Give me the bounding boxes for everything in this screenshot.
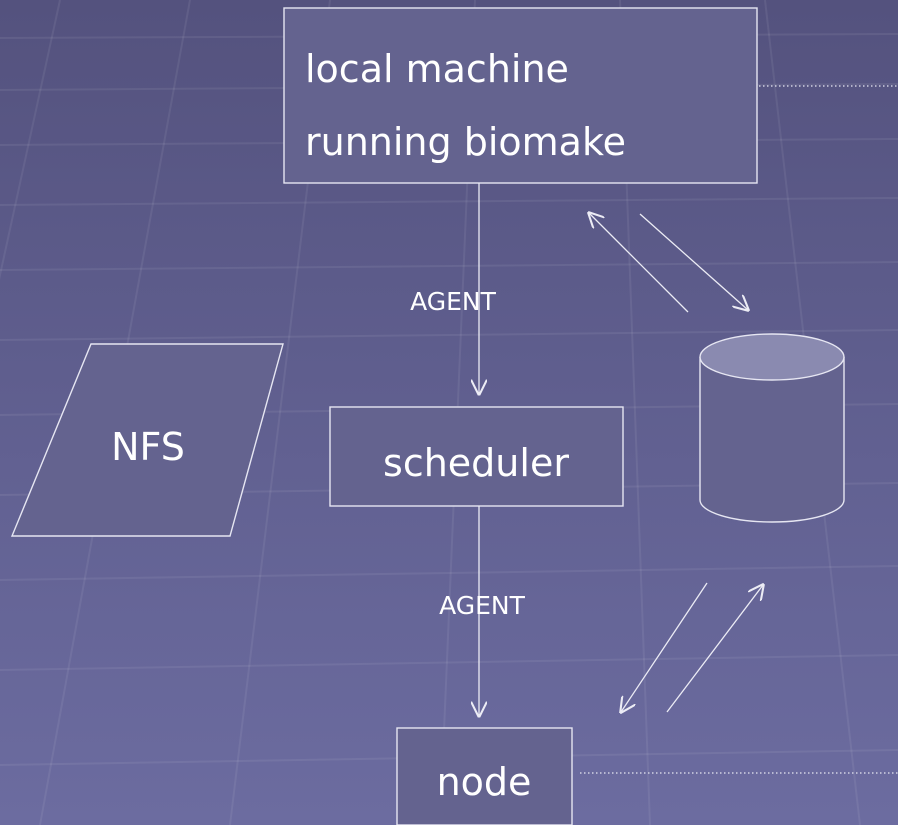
local-machine-box: [283, 7, 758, 184]
nfs-node: NFS: [10, 343, 284, 537]
node-box: [396, 727, 573, 825]
worker-node: node: [396, 727, 573, 825]
database-body: [699, 357, 845, 523]
local-machine-label-line2: running biomake: [305, 120, 626, 164]
local-machine-label-line1: local machine: [305, 47, 569, 91]
local-machine-node: local machine running biomake: [283, 7, 758, 184]
node-label: node: [437, 760, 532, 804]
database-icon: [699, 333, 845, 523]
bidirectional-arrow-icon: [589, 213, 748, 312]
scheduler-node: scheduler: [329, 406, 624, 507]
agent-label-top: AGENT: [410, 287, 497, 316]
scheduler-label: scheduler: [383, 441, 569, 485]
scheduler-box: [329, 406, 624, 507]
nfs-label: NFS: [111, 425, 185, 469]
agent-label-bottom: AGENT: [439, 591, 526, 620]
nfs-parallelogram: [10, 343, 284, 537]
database-top: [699, 333, 845, 381]
bidirectional-arrow-icon: [621, 583, 763, 712]
